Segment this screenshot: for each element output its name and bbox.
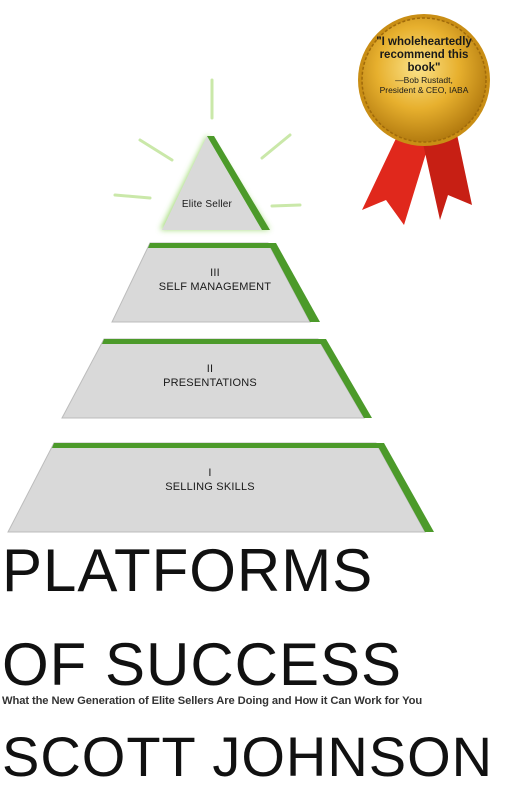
tier-name: PRESENTATIONS xyxy=(163,377,257,389)
tier-label-presentations: II PRESENTATIONS xyxy=(125,362,295,390)
tier-label-self-management: III SELF MANAGEMENT xyxy=(130,266,300,294)
tier-label-selling-skills: I SELLING SKILLS xyxy=(125,466,295,494)
book-subtitle: What the New Generation of Elite Sellers… xyxy=(2,695,423,707)
award-seal xyxy=(358,14,490,146)
seal-quote-3: book" xyxy=(407,62,441,74)
seal-endorsement: "I wholeheartedly recommend this book" —… xyxy=(362,36,486,95)
seal-attribution-1: —Bob Rustadt, xyxy=(395,75,453,85)
tier-name: SELLING SKILLS xyxy=(165,481,255,493)
seal-quote-1: "I wholeheartedly xyxy=(376,36,472,48)
glow-rays xyxy=(113,78,302,208)
book-author: SCOTT JOHNSON xyxy=(2,725,494,788)
seal-attribution-2: President & CEO, IABA xyxy=(379,85,469,95)
seal-quote-2: recommend this xyxy=(379,49,469,61)
pyramid-tier-3 xyxy=(111,242,320,323)
tier-label-elite-seller: Elite Seller xyxy=(181,199,233,210)
pyramid-tier-2 xyxy=(61,338,372,419)
tier-numeral: III xyxy=(210,267,220,279)
book-title-line-2: OF SUCCESS xyxy=(2,631,403,698)
ribbon-tails xyxy=(362,125,472,225)
pyramid-tier-1 xyxy=(7,442,434,533)
book-title-line-1: PLATFORMS xyxy=(2,537,374,604)
tier-numeral: II xyxy=(206,363,214,375)
pyramid-tier-top xyxy=(160,135,270,230)
tier-numeral: I xyxy=(208,467,212,479)
tier-name: SELF MANAGEMENT xyxy=(158,281,272,293)
